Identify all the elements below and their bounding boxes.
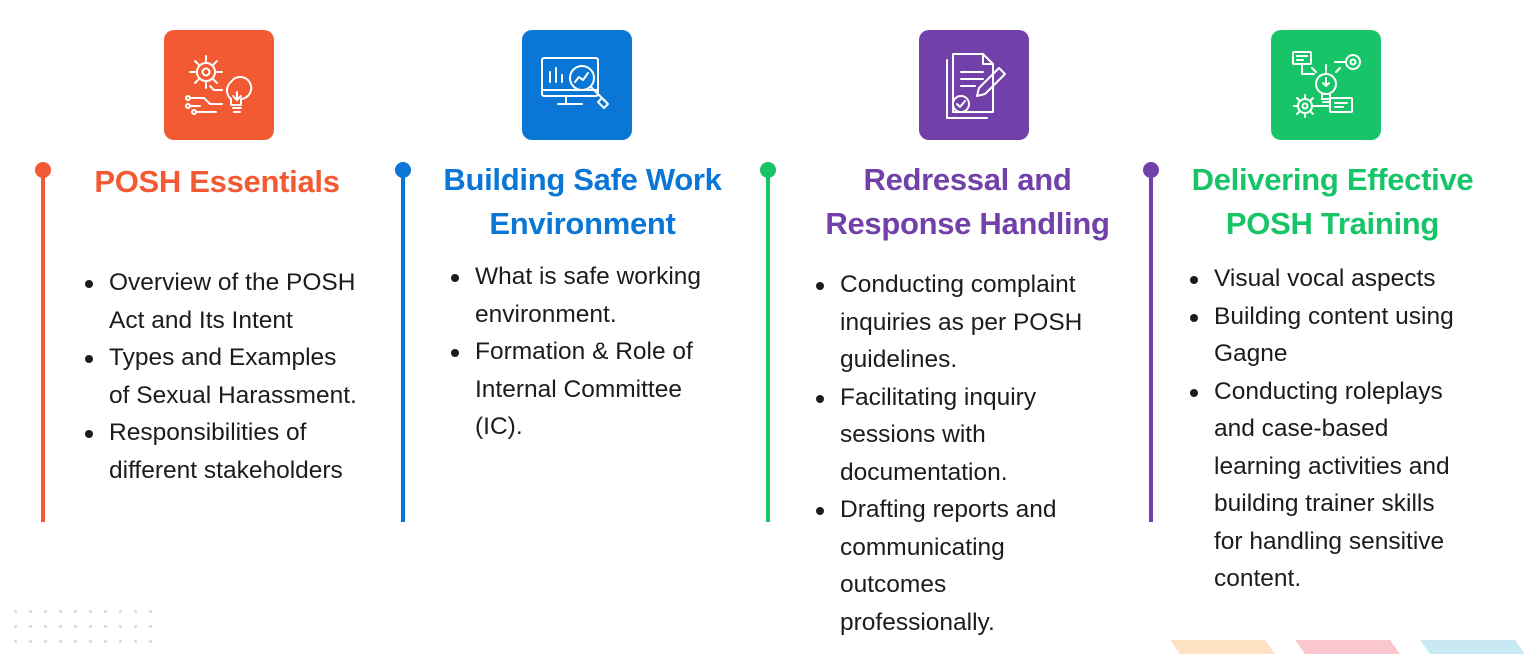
column-title: Redressal and Response Handling — [825, 162, 1110, 241]
decor-dot — [104, 625, 107, 628]
decor-dot — [149, 610, 152, 613]
decor-dot — [134, 610, 137, 613]
decor-dot — [89, 610, 92, 613]
decor-dot — [134, 640, 137, 643]
decor-dot — [14, 640, 17, 643]
document-pen-check-icon — [946, 53, 1006, 119]
decor-dot — [119, 610, 122, 613]
lightbulb-gear-network-icon — [1292, 51, 1361, 118]
decor-dot — [29, 640, 32, 643]
training-icon-tile — [1271, 30, 1381, 140]
decor-dot — [104, 610, 107, 613]
decor-dot — [44, 610, 47, 613]
posh-essentials-icon-tile — [164, 30, 274, 140]
decor-dot — [134, 625, 137, 628]
monitor-analytics-magnifier-icon — [541, 57, 609, 109]
decor-dot — [59, 625, 62, 628]
safe-work-icon-tile — [522, 30, 632, 140]
decor-dot — [74, 625, 77, 628]
decor-dot — [44, 640, 47, 643]
decorative-dot-grid — [14, 610, 159, 654]
decor-dot — [44, 625, 47, 628]
bullet-list: Visual vocal aspects Building content us… — [1187, 260, 1517, 598]
decor-dot — [89, 640, 92, 643]
decor-dot — [149, 625, 152, 628]
decor-dot — [74, 610, 77, 613]
decorative-stripe — [1420, 640, 1525, 654]
decor-dot — [14, 610, 17, 613]
decorative-stripe — [1170, 640, 1275, 654]
list-item: Visual vocal aspects — [1187, 260, 1517, 298]
decor-dot — [104, 640, 107, 643]
decor-dot — [74, 640, 77, 643]
decor-dot — [29, 610, 32, 613]
timeline-line — [766, 170, 770, 522]
column-title: POSH Essentials — [94, 164, 340, 199]
timeline-line — [401, 170, 405, 522]
gear-lightbulb-circuit-icon — [185, 55, 253, 115]
decor-dot — [59, 640, 62, 643]
column-title: Delivering Effective POSH Training — [1191, 162, 1474, 241]
redressal-icon-tile — [919, 30, 1029, 140]
decor-dot — [119, 640, 122, 643]
decor-dot — [14, 625, 17, 628]
timeline-line — [41, 170, 45, 522]
decor-dot — [119, 625, 122, 628]
decorative-stripe — [1295, 640, 1400, 654]
decor-dot — [59, 610, 62, 613]
decor-dot — [149, 640, 152, 643]
decor-dot — [89, 625, 92, 628]
timeline-line — [1149, 170, 1153, 522]
decor-dot — [29, 625, 32, 628]
column-title: Building Safe Work Environment — [443, 162, 722, 241]
